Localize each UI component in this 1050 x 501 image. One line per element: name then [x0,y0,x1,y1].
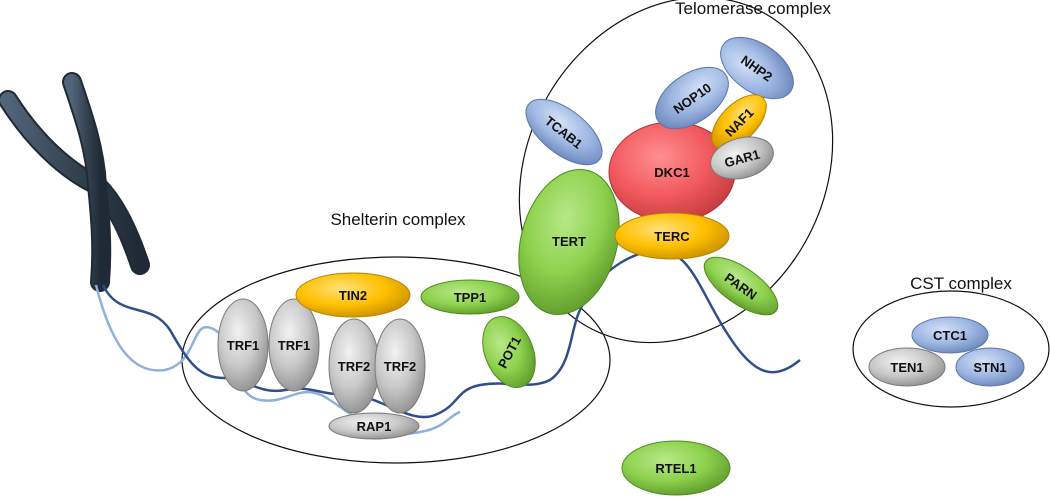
tin2-label: TIN2 [339,288,367,303]
rap1-protein [328,412,420,440]
tert-label: TERT [552,234,586,249]
trf1-label-b: TRF1 [278,338,311,353]
nhp2-protein [720,36,794,100]
rtel1-protein [621,440,731,496]
trf1-protein-b [268,298,320,392]
telomerase-complex-outline [518,0,834,344]
terc-label: TERC [654,229,690,244]
tcab1-protein [525,98,603,166]
tert-protein [518,168,620,316]
trf1-label-a: TRF1 [227,338,260,353]
ten1-protein [868,347,946,387]
dna-strand-dark [101,248,801,419]
cst-complex-outline [852,290,1050,408]
cst-complex-title: CST complex [910,274,1012,293]
trf2-protein-b [374,318,426,414]
chromosome-icon [0,72,150,292]
naf1-protein [711,94,767,150]
shelterin-complex-title: Shelterin complex [330,210,466,229]
tin2-protein [295,272,411,318]
ten1-label: TEN1 [890,360,923,375]
trf1-protein-a [217,298,269,392]
ctc1-protein [911,316,989,354]
rap1-label: RAP1 [357,419,392,434]
stn1-protein [955,347,1025,387]
telomerase-complex-title: Telomerase complex [675,0,831,18]
ctc1-label: CTC1 [933,328,967,343]
tpp1-label: TPP1 [454,290,487,305]
nop10-protein [655,66,729,130]
parn-protein [703,256,779,316]
gar1-protein [710,136,774,180]
terc-protein [614,212,730,260]
trf2-label-a: TRF2 [338,359,371,374]
tpp1-protein [420,279,520,315]
stn1-label: STN1 [973,360,1006,375]
dkc1-label: DKC1 [654,165,689,180]
rtel1-label: RTEL1 [655,461,696,476]
pot1-protein [482,316,536,388]
trf2-label-b: TRF2 [384,359,417,374]
